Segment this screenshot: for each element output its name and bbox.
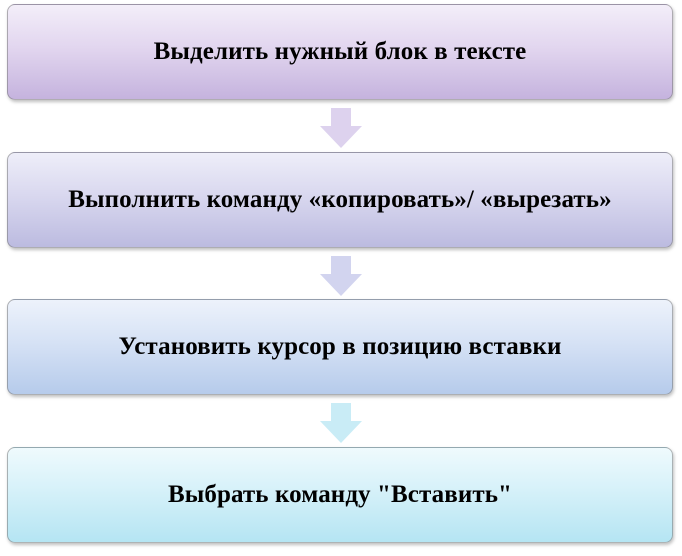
- arrow-shape: [320, 403, 362, 443]
- step-box-select-block: Выделить нужный блок в тексте: [7, 4, 673, 100]
- step-label: Установить курсор в позицию вставки: [118, 333, 562, 360]
- arrow-down-icon: [320, 403, 362, 443]
- step-box-copy-cut: Выполнить команду «копировать»/ «вырезат…: [7, 152, 673, 248]
- step-label: Выбрать команду "Вставить": [167, 481, 513, 508]
- step-box-paste: Выбрать команду "Вставить": [7, 447, 673, 543]
- step-label: Выделить нужный блок в тексте: [153, 38, 527, 65]
- arrow-shape: [320, 108, 362, 148]
- arrow-shape: [320, 256, 362, 296]
- step-box-set-cursor: Установить курсор в позицию вставки: [7, 299, 673, 395]
- arrow-down-icon: [320, 256, 362, 296]
- step-label: Выполнить команду «копировать»/ «вырезат…: [68, 186, 612, 213]
- arrow-down-icon: [320, 108, 362, 148]
